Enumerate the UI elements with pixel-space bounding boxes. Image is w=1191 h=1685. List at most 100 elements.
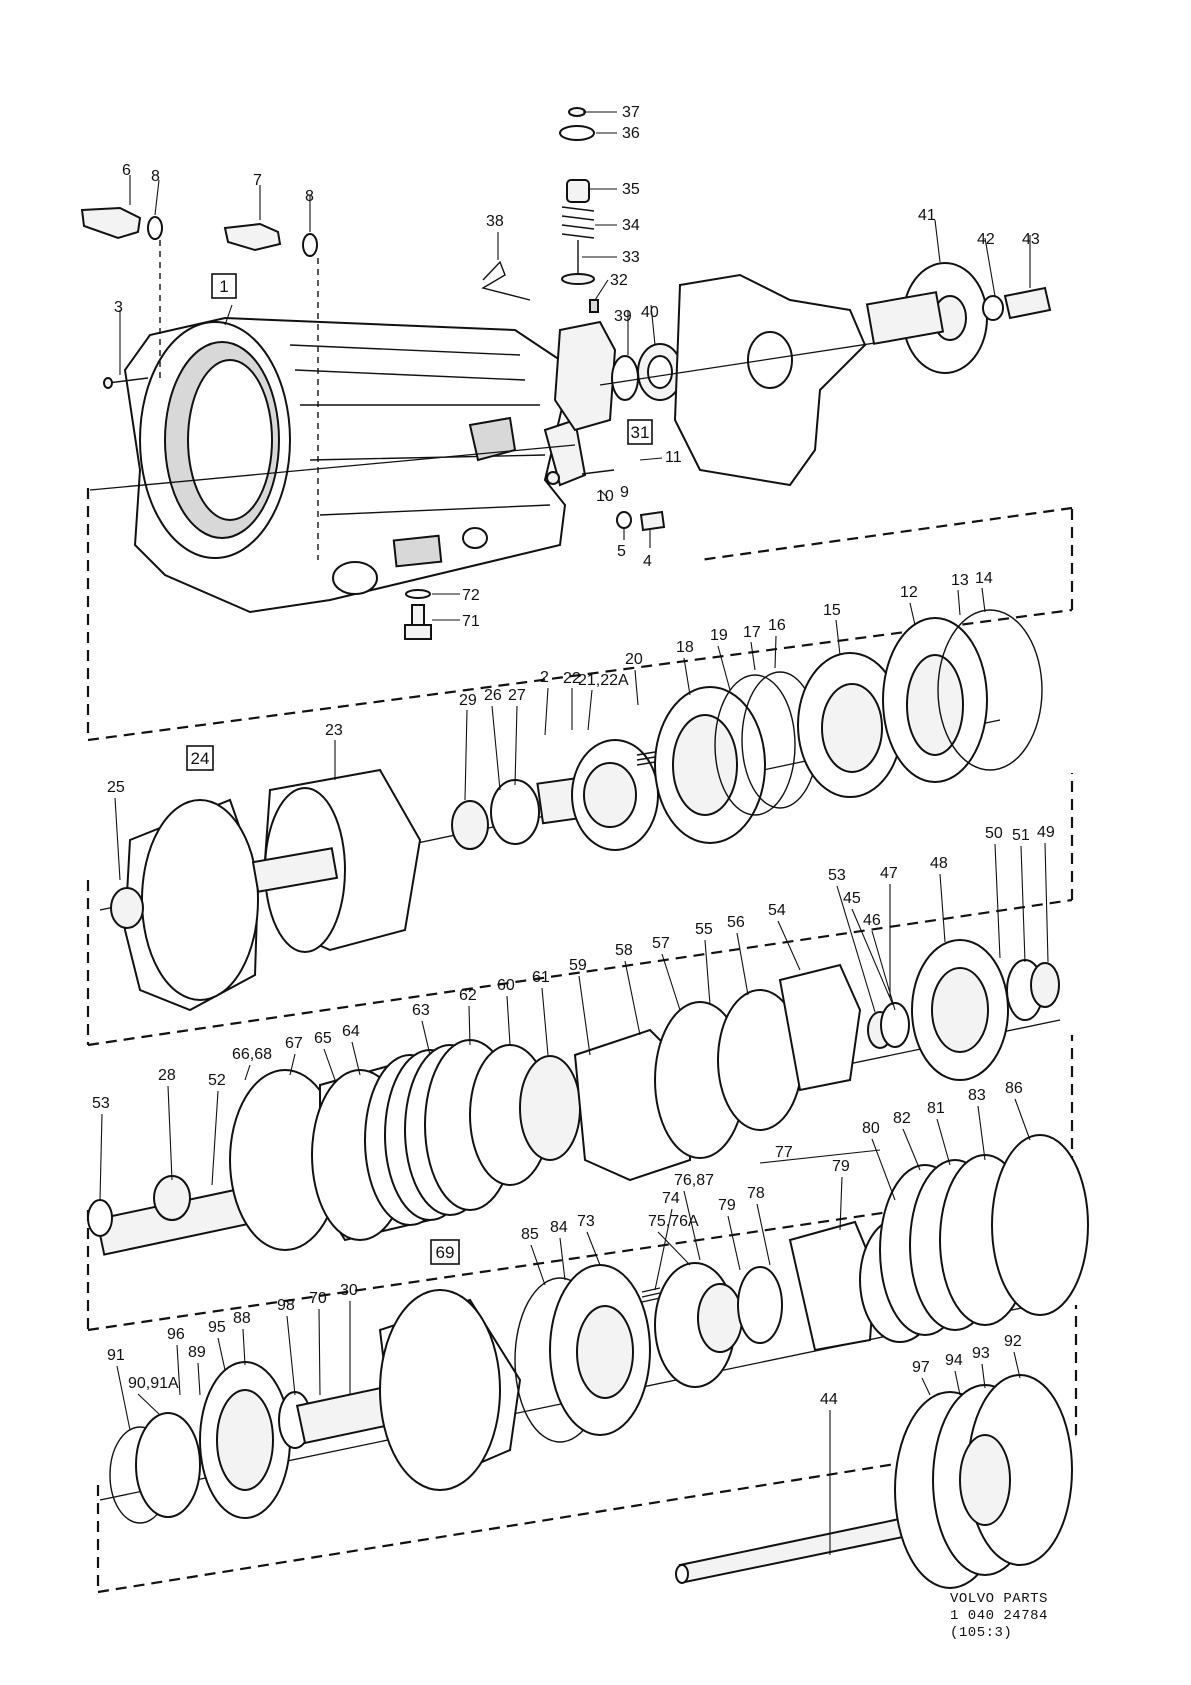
callout-4: 4 [643,553,652,570]
callout-39: 39 [614,308,632,325]
callout-27: 27 [508,687,526,704]
callout-66-68: 66,68 [232,1046,272,1063]
callout-77: 77 [775,1144,793,1161]
callout-46: 46 [863,912,881,929]
callout-35: 35 [622,181,640,198]
callout-79b: 79 [718,1197,736,1214]
callout-97: 97 [912,1359,930,1376]
callout-55: 55 [695,921,713,938]
callout-72: 72 [462,587,480,604]
callout-11: 11 [665,449,682,466]
callout-6: 6 [122,162,131,179]
callout-15: 15 [823,602,841,619]
callout-89: 89 [188,1344,206,1361]
callout-53a: 53 [828,867,846,884]
callout-12: 12 [900,584,918,601]
callout-box-69 [430,1239,460,1265]
row-4-parts [675,1374,1073,1589]
callout-91: 91 [107,1347,125,1364]
callout-60: 60 [497,977,515,994]
callout-43: 43 [1022,231,1040,248]
callout-57: 57 [652,935,670,952]
callout-8a: 8 [151,168,160,185]
frame-row-4 [96,1305,1078,1594]
callout-92: 92 [1004,1333,1022,1350]
footer-part-number: 1 040 24784 [950,1608,1048,1624]
callout-65: 65 [314,1030,332,1047]
callout-69: 69 [436,1243,455,1262]
cooler-connectors [80,206,319,560]
row-3-parts [99,1134,1089,1524]
callout-5: 5 [617,543,626,560]
transmission-housing [89,316,587,614]
callout-23: 23 [325,722,343,739]
callout-26: 26 [484,687,502,704]
callout-54: 54 [768,902,786,919]
callout-33: 33 [622,249,640,266]
callout-95: 95 [208,1319,226,1336]
callout-14: 14 [975,570,993,587]
parts-catalog-footer: VOLVO PARTS 1 040 24784 (105:3) [950,1591,1048,1642]
callout-1: 1 [219,277,228,296]
callout-51: 51 [1012,827,1030,844]
row-leaders [99,587,1049,1555]
callout-40: 40 [641,304,659,321]
callout-box-31 [627,419,653,445]
callout-box-24 [186,745,214,771]
callout-box-1 [211,273,237,299]
callout-94: 94 [945,1352,963,1369]
callout-37: 37 [622,104,640,121]
callout-25: 25 [107,779,125,796]
frame-row-2 [86,773,1074,1047]
callout-18: 18 [676,639,694,656]
callout-42: 42 [977,231,995,248]
callout-71: 71 [462,613,480,630]
callout-13: 13 [951,572,969,589]
row-2-parts [87,939,1061,1256]
callout-47: 47 [880,865,898,882]
callout-36: 36 [622,125,640,142]
callout-10: 10 [596,488,614,505]
callout-83: 83 [968,1087,986,1104]
callout-17: 17 [743,624,761,641]
callout-79a: 79 [832,1158,850,1175]
callout-64: 64 [342,1023,360,1040]
callout-49: 49 [1037,824,1055,841]
callout-24: 24 [191,749,210,768]
callout-16: 16 [768,617,786,634]
callout-86: 86 [1005,1080,1023,1097]
callout-29: 29 [459,692,477,709]
callout-81: 81 [927,1100,945,1117]
governor-stack [481,107,683,432]
callout-56: 56 [727,914,745,931]
callout-41: 41 [918,207,936,224]
extension-housing [599,262,1052,487]
callout-73: 73 [577,1213,595,1230]
callout-20: 20 [625,651,643,668]
callout-61: 61 [532,969,550,986]
callout-78: 78 [747,1185,765,1202]
callout-52: 52 [208,1072,226,1089]
callout-32: 32 [610,272,628,289]
callout-30: 30 [340,1282,358,1299]
callout-8b: 8 [305,188,314,205]
callout-88: 88 [233,1310,251,1327]
callout-74: 74 [662,1190,680,1207]
callout-80: 80 [862,1120,880,1137]
callout-70: 70 [309,1290,327,1307]
callout-45: 45 [843,890,861,907]
callout-19: 19 [710,627,728,644]
callout-76-87: 76,87 [674,1172,714,1189]
callout-67: 67 [285,1035,303,1052]
callout-62: 62 [459,987,477,1004]
callout-50: 50 [985,825,1003,842]
frame-row-1 [86,488,1074,742]
row-1-parts [99,609,1043,1012]
callout-59: 59 [569,957,587,974]
callout-28: 28 [158,1067,176,1084]
footer-brand: VOLVO PARTS [950,1591,1048,1607]
callout-75-76a: 75,76A [648,1213,699,1230]
callout-90-91a: 90,91A [128,1375,179,1392]
callout-38: 38 [486,213,504,230]
callout-labels: 1 31 24 69 37 36 35 34 33 32 6 8 7 8 38 … [92,104,1055,1408]
